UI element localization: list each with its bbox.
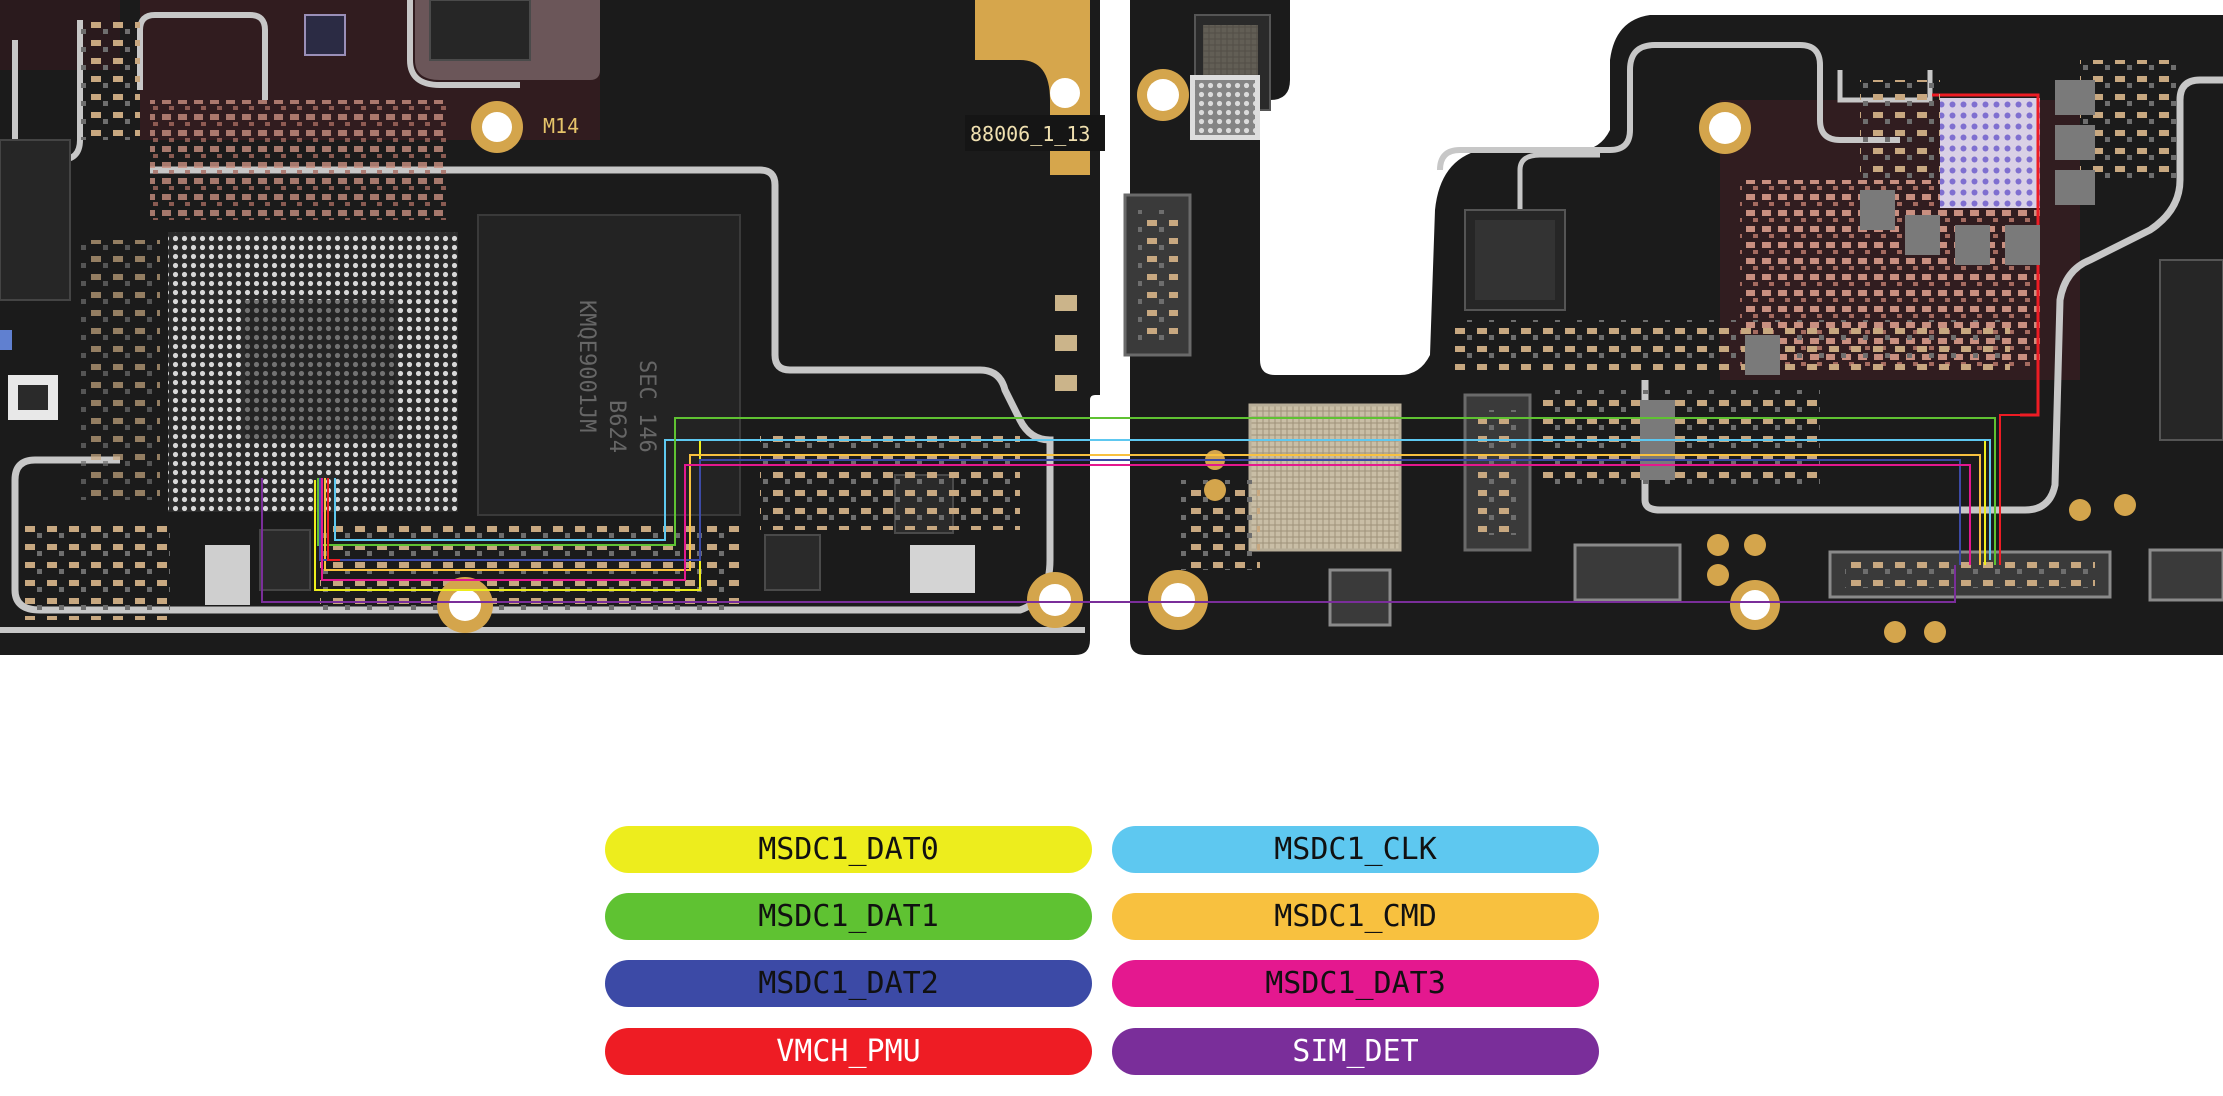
legend-label: MSDC1_DAT3	[1265, 966, 1446, 1001]
legend-label: VMCH_PMU	[776, 1034, 921, 1069]
mounting-hole	[1699, 102, 1751, 154]
legend-label: MSDC1_DAT1	[758, 899, 939, 934]
mounting-hole	[437, 577, 493, 633]
legend-msdc1-dat2: MSDC1_DAT2	[605, 960, 1092, 1007]
mounting-hole	[1730, 580, 1780, 630]
left-board: SEC 146 B624 KMQE9001JM 88006_1_13 M14	[0, 0, 1105, 655]
trace-msdc1-dat1	[317, 417, 1996, 565]
mounting-hole	[1137, 69, 1189, 121]
legend-label: MSDC1_DAT2	[758, 966, 939, 1001]
trace-sim-det	[261, 478, 1956, 603]
legend-sim-det: SIM_DET	[1112, 1028, 1599, 1075]
part-code-label: 88006_1_13	[970, 122, 1090, 146]
legend-msdc1-dat1: MSDC1_DAT1	[605, 893, 1092, 940]
legend-label: MSDC1_CLK	[1274, 832, 1437, 867]
legend-label: MSDC1_CMD	[1274, 899, 1437, 934]
trace-vmch-pmu-right	[1999, 414, 2020, 565]
chip-marking-3: KMQE9001JM	[574, 300, 599, 432]
legend-msdc1-dat0: MSDC1_DAT0	[605, 826, 1092, 873]
m14-label: M14	[543, 114, 579, 138]
chip-marking-2: B624	[604, 400, 629, 453]
signal-traces	[261, 414, 2020, 603]
legend-label: MSDC1_DAT0	[758, 832, 939, 867]
mounting-hole	[1027, 572, 1083, 628]
trace-msdc1-clk	[334, 439, 1991, 560]
mounting-hole	[471, 101, 523, 153]
right-board	[1123, 0, 2223, 655]
legend-label: SIM_DET	[1292, 1034, 1419, 1069]
legend-msdc1-cmd: MSDC1_CMD	[1112, 893, 1599, 940]
trace-msdc1-cmd	[324, 454, 1981, 571]
pcb-board-diagram: SEC 146 B624 KMQE9001JM 88006_1_13 M14	[0, 0, 2223, 655]
mounting-hole	[1148, 570, 1208, 630]
trace-vmch-pmu	[327, 478, 340, 561]
trace-msdc1-dat2	[319, 459, 1961, 565]
legend-vmch-pmu: VMCH_PMU	[605, 1028, 1092, 1075]
trace-msdc1-dat3	[321, 464, 1971, 581]
legend-msdc1-dat3: MSDC1_DAT3	[1112, 960, 1599, 1007]
chip-marking-1: SEC 146	[634, 360, 659, 453]
legend-msdc1-clk: MSDC1_CLK	[1112, 826, 1599, 873]
